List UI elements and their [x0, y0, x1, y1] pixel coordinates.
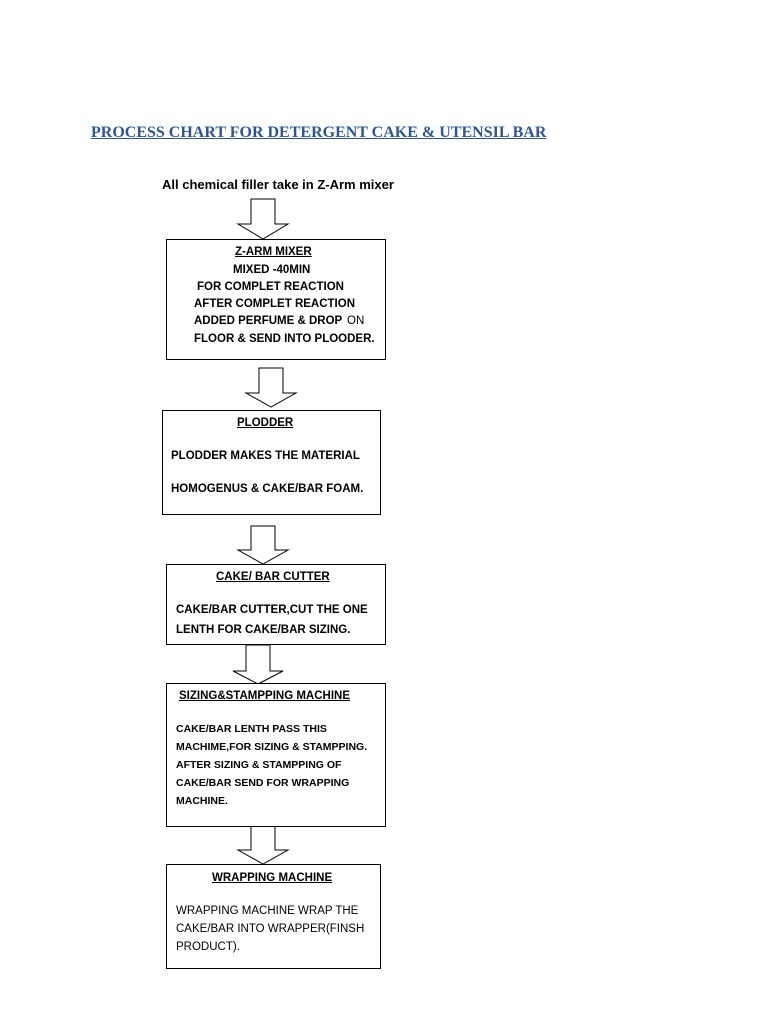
- step-sizing-stampping-machine: SIZING&STAMPPING MACHINE CAKE/BAR LENTH …: [166, 683, 386, 827]
- step-line: CAKE/BAR SEND FOR WRAPPING: [176, 777, 350, 789]
- step-plodder: PLODDER PLODDER MAKES THE MATERIAL HOMOG…: [162, 410, 381, 515]
- step-heading: Z-ARM MIXER: [235, 246, 312, 258]
- intro-text: All chemical filler take in Z-Arm mixer: [162, 177, 394, 192]
- step-heading: PLODDER: [237, 417, 294, 429]
- step-line: LENTH FOR CAKE/BAR SIZING.: [176, 624, 351, 636]
- step-z-arm-mixer: Z-ARM MIXER MIXED -40MIN FOR COMPLET REA…: [166, 239, 386, 360]
- step-line: CAKE/BAR INTO WRAPPER(FINSH: [176, 923, 365, 935]
- step-line: PRODUCT).: [176, 941, 240, 953]
- step-line: ADDED PERFUME & DROP: [194, 315, 343, 327]
- arrow-intro-to-mixer: [236, 198, 290, 240]
- arrow-cutter-to-sizing: [232, 644, 284, 685]
- step-line: AFTER COMPLET REACTION: [194, 298, 355, 310]
- step-heading: SIZING&STAMPPING MACHINE: [179, 690, 351, 702]
- step-cake-bar-cutter: CAKE/ BAR CUTTER CAKE/BAR CUTTER,CUT THE…: [166, 564, 386, 645]
- step-line: ON: [347, 315, 365, 327]
- step-line: FOR COMPLET REACTION: [197, 281, 344, 293]
- step-line: AFTER SIZING & STAMPPING OF: [176, 759, 342, 771]
- step-heading: WRAPPING MACHINE: [212, 872, 333, 884]
- step-line: WRAPPING MACHINE WRAP THE: [176, 905, 359, 917]
- step-line: MACHINE.: [176, 795, 228, 807]
- step-line: MACHIME,FOR SIZING & STAMPPING.: [176, 741, 368, 753]
- step-heading: CAKE/ BAR CUTTER: [216, 571, 330, 583]
- step-wrapping-machine: WRAPPING MACHINE WRAPPING MACHINE WRAP T…: [166, 864, 381, 969]
- step-line: FLOOR & SEND INTO PLOODER.: [194, 333, 375, 345]
- page-title: PROCESS CHART FOR DETERGENT CAKE & UTENS…: [91, 124, 547, 141]
- arrow-mixer-to-plodder: [244, 367, 298, 408]
- step-line: MIXED -40MIN: [233, 264, 311, 276]
- step-line: CAKE/BAR CUTTER,CUT THE ONE: [176, 604, 368, 616]
- step-line: PLODDER MAKES THE MATERIAL: [171, 450, 360, 462]
- arrow-sizing-to-wrapping: [236, 825, 290, 865]
- step-line: CAKE/BAR LENTH PASS THIS: [176, 723, 327, 735]
- arrow-plodder-to-cutter: [236, 525, 290, 565]
- step-line: HOMOGENUS & CAKE/BAR FOAM.: [171, 483, 364, 495]
